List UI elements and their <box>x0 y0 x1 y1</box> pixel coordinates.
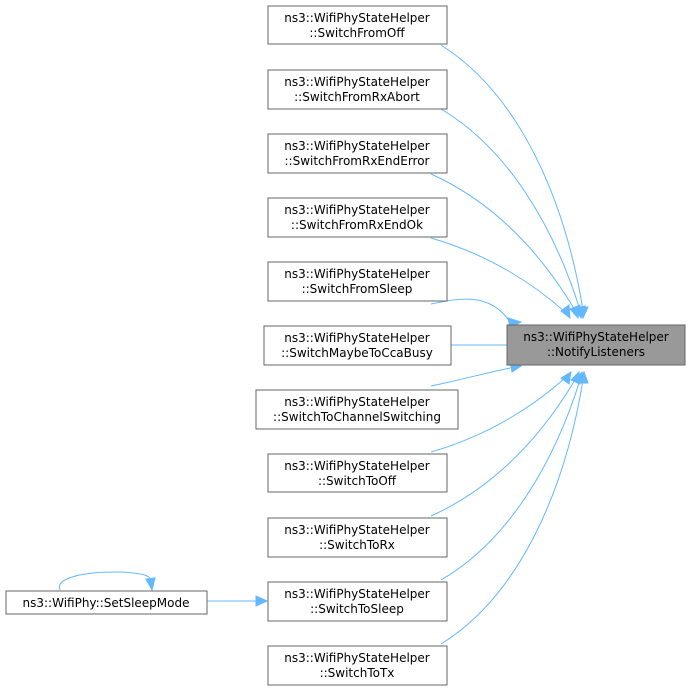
node-switchtochannelswitching-line1: ns3::WifiPhyStateHelper <box>284 395 430 409</box>
node-switchfromoff-line2: ::SwitchFromOff <box>309 26 405 40</box>
node-switchtochannelswitching-box <box>255 389 459 430</box>
node-switchtorx-box <box>267 517 448 558</box>
node-switchfromrxenderror-box <box>267 133 448 174</box>
node-setsleepmode-box <box>5 590 208 615</box>
node-switchfromrxabort[interactable]: ns3::WifiPhyStateHelper ::SwitchFromRxAb… <box>267 69 448 110</box>
node-notifylisteners[interactable]: ns3::WifiPhyStateHelper ::NotifyListener… <box>506 324 686 366</box>
edge-switchtochannelswitching <box>430 367 511 387</box>
node-notifylisteners-line2: ::NotifyListeners <box>547 345 645 359</box>
node-switchmaybetoccabusy-line1: ns3::WifiPhyStateHelper <box>284 331 430 345</box>
node-switchtosleep-line2: ::SwitchToSleep <box>310 602 404 616</box>
node-setsleepmode[interactable]: ns3::WifiPhy::SetSleepMode <box>5 590 208 615</box>
node-switchmaybetoccabusy-line2: ::SwitchMaybeToCcaBusy <box>281 346 433 360</box>
node-switchtochannelswitching[interactable]: ns3::WifiPhyStateHelper ::SwitchToChanne… <box>255 389 459 430</box>
node-switchfromrxenderror-line1: ns3::WifiPhyStateHelper <box>284 139 430 153</box>
node-switchfromoff[interactable]: ns3::WifiPhyStateHelper ::SwitchFromOff <box>267 5 448 45</box>
node-switchtooff-line2: ::SwitchToOff <box>318 474 397 488</box>
node-switchtosleep[interactable]: ns3::WifiPhyStateHelper ::SwitchToSleep <box>267 581 448 622</box>
node-switchtosleep-box <box>267 581 448 622</box>
node-switchfromrxenderror-line2: ::SwitchFromRxEndError <box>285 154 430 168</box>
node-switchfromrxabort-line1: ns3::WifiPhyStateHelper <box>284 75 430 89</box>
edges <box>59 44 589 645</box>
arrowhead-switchtooff <box>560 371 572 385</box>
edge-switchfromrxabort <box>440 108 581 311</box>
node-switchfromrxabort-box <box>267 69 448 110</box>
node-switchtorx-line2: ::SwitchToRx <box>319 538 395 552</box>
node-switchtooff[interactable]: ns3::WifiPhyStateHelper ::SwitchToOff <box>267 453 448 493</box>
arrowhead-setsleepmode-switchtosleep <box>255 595 269 607</box>
node-switchfromrxenderror[interactable]: ns3::WifiPhyStateHelper ::SwitchFromRxEn… <box>267 133 448 174</box>
node-switchtorx[interactable]: ns3::WifiPhyStateHelper ::SwitchToRx <box>267 517 448 558</box>
node-switchtotx-line2: ::SwitchToTx <box>320 666 395 680</box>
arrowhead-switchfromrxenderror <box>569 304 581 320</box>
edge-switchtorx <box>430 379 576 517</box>
node-switchfromsleep-box <box>267 261 448 302</box>
arrowhead-switchtotx <box>577 370 589 384</box>
node-switchtosleep-line1: ns3::WifiPhyStateHelper <box>284 587 430 601</box>
edge-switchtotx <box>440 379 584 645</box>
node-switchfromoff-box <box>267 5 448 45</box>
node-switchfromrxabort-line2: ::SwitchFromRxAbort <box>294 90 420 104</box>
edge-switchfromrxendok <box>430 237 566 313</box>
edge-setsleepmode-selfloop <box>59 571 151 591</box>
node-switchtooff-line1: ns3::WifiPhyStateHelper <box>284 459 430 473</box>
edge-switchfromoff <box>440 44 584 311</box>
arrowhead-setsleepmode-selfloop <box>145 577 156 592</box>
node-switchmaybetoccabusy[interactable]: ns3::WifiPhyStateHelper ::SwitchMaybeToC… <box>263 325 452 366</box>
edge-switchfromrxenderror <box>430 173 576 311</box>
node-switchfromoff-line1: ns3::WifiPhyStateHelper <box>284 11 430 25</box>
node-switchtotx-box <box>267 645 448 686</box>
edge-switchtosleep <box>440 379 581 581</box>
node-switchtotx-line1: ns3::WifiPhyStateHelper <box>284 651 430 665</box>
node-switchmaybetoccabusy-box <box>263 325 452 366</box>
node-switchfromrxendok[interactable]: ns3::WifiPhyStateHelper ::SwitchFromRxEn… <box>267 197 448 238</box>
node-switchfromsleep[interactable]: ns3::WifiPhyStateHelper ::SwitchFromSlee… <box>267 261 448 302</box>
edge-switchtooff <box>430 377 566 453</box>
node-switchtorx-line1: ns3::WifiPhyStateHelper <box>284 523 430 537</box>
node-notifylisteners-box <box>506 324 686 366</box>
node-switchfromrxendok-box <box>267 197 448 238</box>
node-switchtooff-box <box>267 453 448 493</box>
node-switchfromrxendok-line1: ns3::WifiPhyStateHelper <box>284 203 430 217</box>
edge-switchfromsleep <box>430 298 511 323</box>
node-switchfromsleep-line1: ns3::WifiPhyStateHelper <box>284 267 430 281</box>
node-notifylisteners-line1: ns3::WifiPhyStateHelper <box>523 330 669 344</box>
node-switchtotx[interactable]: ns3::WifiPhyStateHelper ::SwitchToTx <box>267 645 448 686</box>
arrowhead-switchfromrxendok <box>560 304 571 320</box>
node-setsleepmode-label: ns3::WifiPhy::SetSleepMode <box>23 596 190 610</box>
node-switchfromrxendok-line2: ::SwitchFromRxEndOk <box>291 218 423 232</box>
node-switchtochannelswitching-line2: ::SwitchToChannelSwitching <box>273 410 441 424</box>
node-switchfromsleep-line2: ::SwitchFromSleep <box>302 282 413 296</box>
